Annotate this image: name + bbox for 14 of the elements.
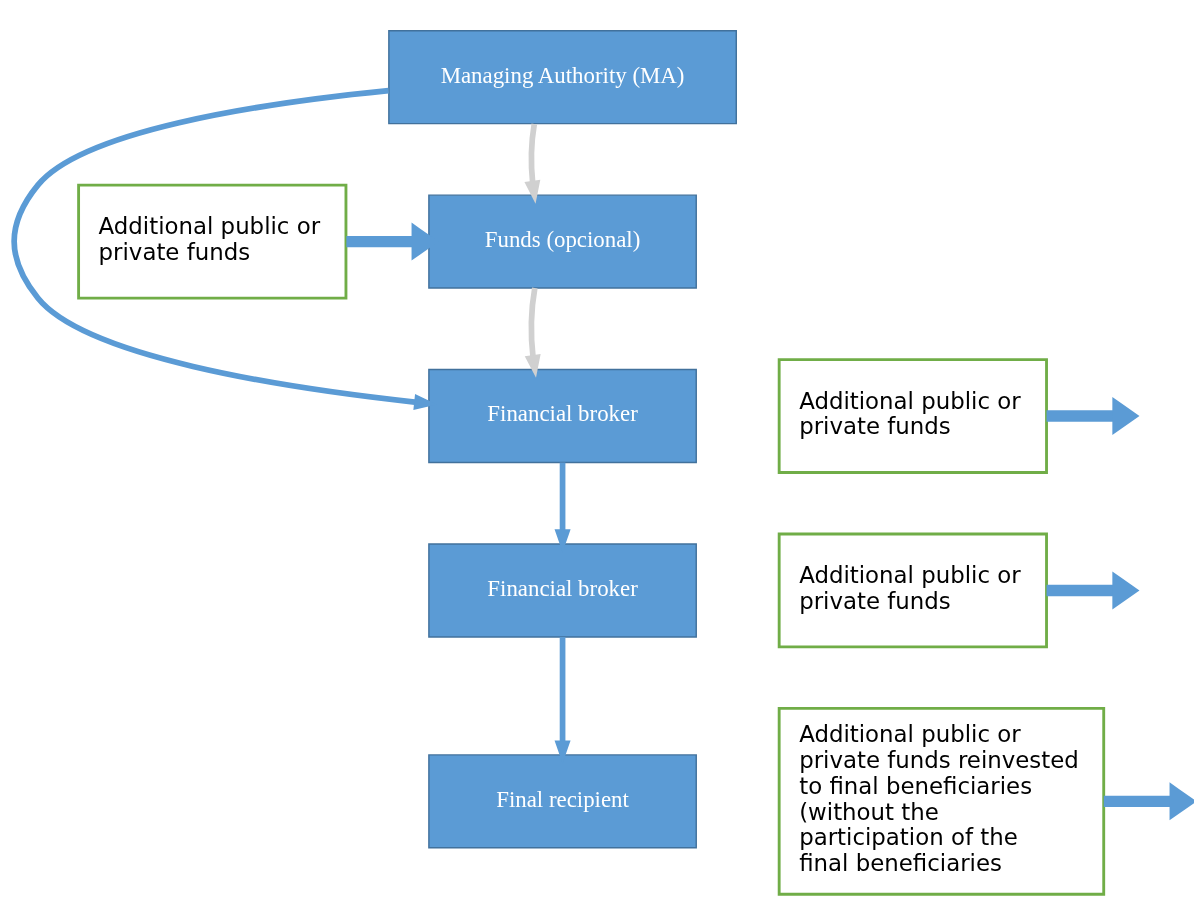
node-box: Funds (opcional) [428,193,697,289]
arrow [524,287,541,378]
node-box: Additional public or private funds reinvested to final beneficiaries (without the participation of the final beneficiaries [777,706,1106,896]
node-box: Final recipient [428,753,697,849]
node-box: Managing Authority (MA) [388,29,737,124]
arrow [1046,571,1140,609]
node-box: Additional public or private funds [777,532,1048,648]
arrow [1046,396,1140,435]
node-box: Financial broker [428,368,697,463]
arrow [1103,781,1194,820]
node-box: Additional public or private funds [777,357,1048,474]
node-box: Financial broker [428,542,697,638]
arrow [524,123,541,204]
node-box: Additional public or private funds [77,183,348,299]
